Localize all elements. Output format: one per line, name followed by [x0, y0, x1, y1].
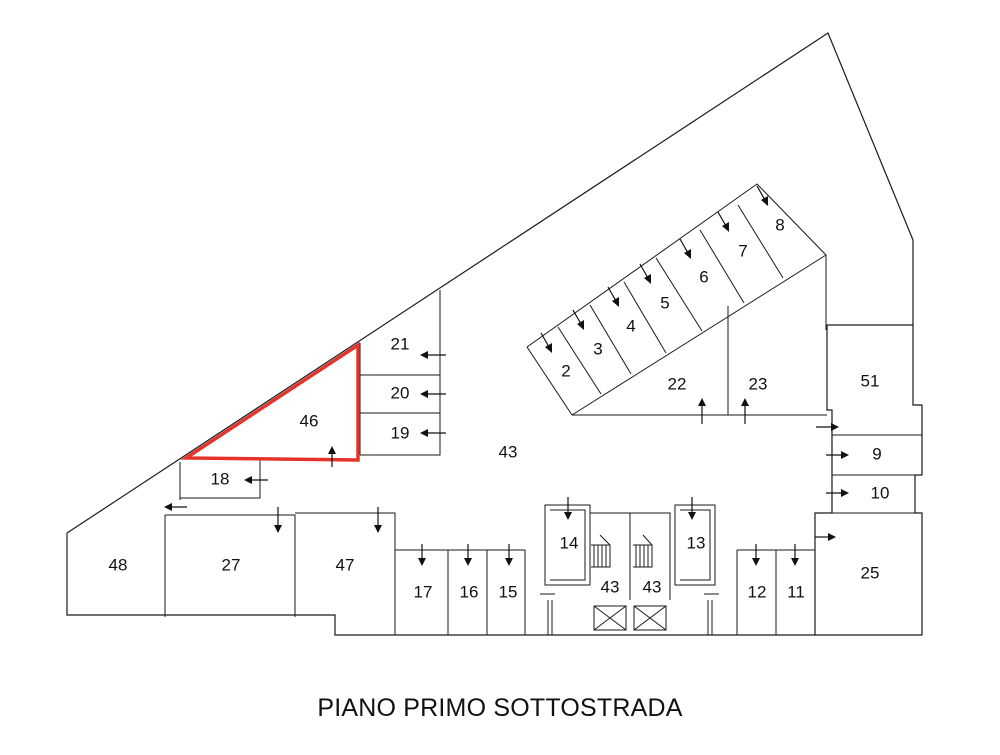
unit-label-9: 9 — [872, 444, 881, 463]
unit-label-15: 15 — [499, 582, 518, 601]
units-19-21-block — [359, 290, 441, 456]
arrow-17 — [418, 544, 426, 566]
unit-label-43-stair-left: 43 — [601, 577, 620, 596]
arrow-14 — [564, 497, 572, 520]
arrow-5 — [639, 263, 651, 284]
arrow-25 — [815, 533, 836, 541]
unit-label-4: 4 — [626, 316, 635, 335]
plan-caption: PIANO PRIMO SOTTOSTRADA — [317, 694, 683, 722]
unit-label-51: 51 — [861, 371, 880, 390]
unit-label-13: 13 — [687, 533, 706, 552]
arrow-23 — [741, 398, 749, 424]
arrow-9 — [826, 451, 849, 459]
unit-46-highlight — [180, 341, 360, 462]
unit-label-8: 8 — [775, 215, 784, 234]
lower-left-units — [164, 460, 396, 635]
unit-label-6: 6 — [699, 267, 708, 286]
arrow-12 — [752, 544, 760, 566]
unit-label-18: 18 — [211, 469, 230, 488]
arrow-20 — [420, 390, 446, 398]
arrow-6 — [679, 238, 691, 259]
unit-label-20: 20 — [391, 383, 410, 402]
arrow-16 — [464, 544, 472, 566]
unit-label-25: 25 — [861, 563, 880, 582]
unit-label-11: 11 — [787, 582, 805, 601]
arrow-46 — [328, 446, 336, 467]
arrow-27 — [274, 507, 282, 533]
unit-labels: 2 3 4 5 6 7 8 9 10 11 12 13 14 15 16 17 … — [109, 215, 890, 601]
diagonal-units-block — [526, 183, 827, 416]
arrow-10 — [826, 489, 849, 497]
arrow-48 — [164, 503, 187, 511]
unit-label-43-stair-right: 43 — [643, 577, 662, 596]
unit-label-12: 12 — [748, 582, 767, 601]
unit-label-5: 5 — [660, 293, 669, 312]
arrow-21 — [420, 351, 446, 359]
arrow-7 — [717, 211, 729, 232]
building-outline — [66, 32, 923, 636]
arrow-11 — [791, 544, 799, 566]
unit-label-23: 23 — [749, 374, 768, 393]
arrow-51 — [816, 423, 839, 431]
unit-label-47: 47 — [336, 555, 355, 574]
unit-label-2: 2 — [561, 361, 570, 380]
unit-label-27: 27 — [222, 555, 241, 574]
unit-label-3: 3 — [593, 339, 602, 358]
arrow-19 — [420, 429, 446, 437]
stair-core — [540, 504, 719, 635]
units-15-17 — [395, 549, 526, 635]
arrow-4 — [607, 286, 619, 307]
unit-label-48: 48 — [109, 555, 128, 574]
unit-label-22: 22 — [668, 374, 687, 393]
arrow-13 — [688, 497, 696, 520]
arrow-3 — [572, 309, 584, 330]
unit-label-7: 7 — [738, 241, 747, 260]
unit-label-19: 19 — [391, 423, 410, 442]
arrow-18 — [244, 476, 268, 484]
arrow-15 — [505, 544, 513, 566]
arrow-47 — [374, 507, 382, 533]
unit-label-14: 14 — [560, 533, 579, 552]
units-11-12 — [736, 549, 815, 635]
unit-label-10: 10 — [871, 483, 890, 502]
unit-label-46: 46 — [300, 411, 319, 430]
unit-label-43-center: 43 — [499, 442, 518, 461]
door-arrows — [164, 185, 849, 566]
arrow-2 — [540, 332, 552, 353]
unit-label-21: 21 — [391, 334, 410, 353]
unit-label-16: 16 — [460, 582, 479, 601]
right-units — [826, 325, 922, 514]
unit-label-17: 17 — [414, 582, 433, 601]
arrow-22 — [698, 398, 706, 424]
arrow-8 — [756, 185, 768, 206]
